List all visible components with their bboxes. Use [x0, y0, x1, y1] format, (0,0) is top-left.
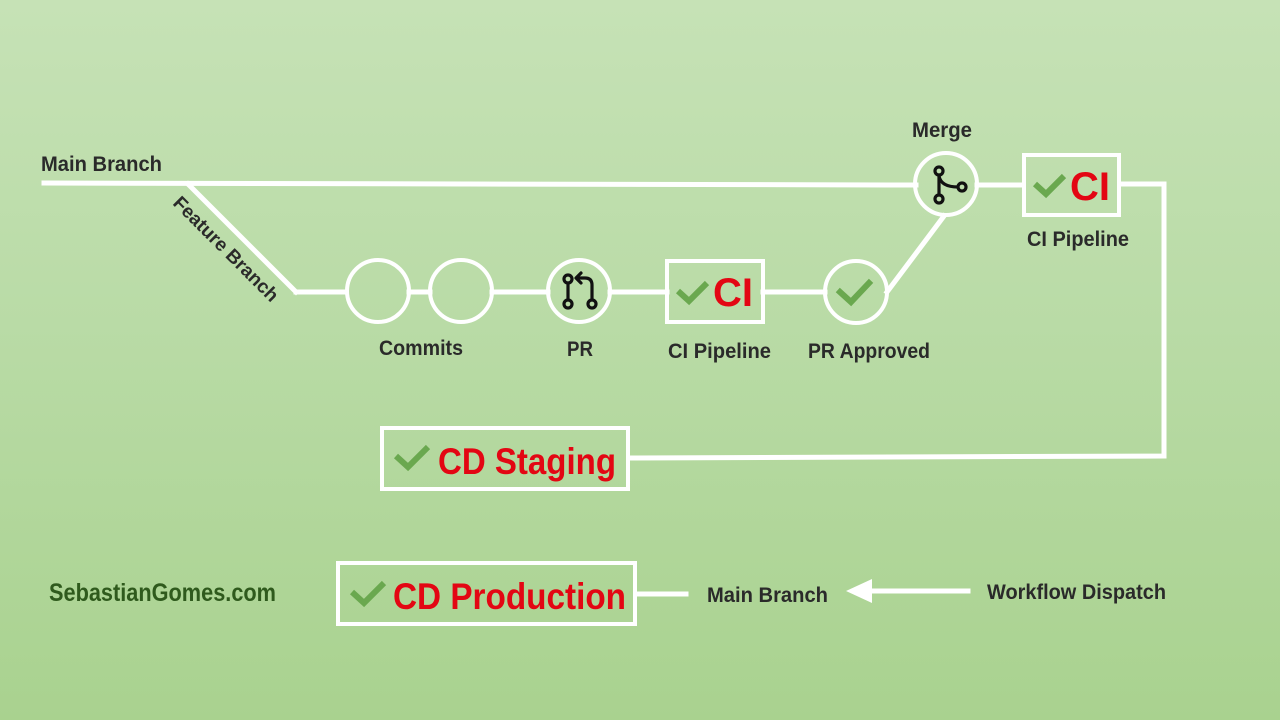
- pull-request-icon: [562, 271, 598, 310]
- check-icon: [675, 280, 710, 306]
- brand-label: SebastianGomes.com: [49, 579, 276, 607]
- ci-feature-box: CI: [665, 259, 765, 324]
- ci-main-label: CI: [1070, 165, 1110, 209]
- merge-icon: [933, 165, 968, 205]
- approved-to-merge-line: [883, 212, 948, 296]
- main-branch-bottom-label: Main Branch: [707, 584, 828, 607]
- check-icon: [349, 580, 387, 608]
- cd-production-box: CD Production: [336, 561, 637, 626]
- merge-node: [913, 151, 979, 217]
- ci-main-box: CI: [1022, 153, 1121, 217]
- main-branch-label: Main Branch: [41, 153, 162, 176]
- check-icon: [393, 444, 431, 472]
- ci-pipeline-main-label: CI Pipeline: [1027, 228, 1129, 251]
- check-icon: [1032, 173, 1067, 199]
- ci-pipeline-feature-label: CI Pipeline: [668, 340, 771, 363]
- feature-branch-diagonal: [184, 180, 300, 296]
- pr-approved-node: [823, 259, 889, 325]
- ci-to-staging-line: [627, 181, 1167, 461]
- cd-staging-label: CD Staging: [438, 441, 616, 482]
- pr-label: PR: [567, 338, 593, 361]
- workflow-dispatch-label: Workflow Dispatch: [987, 581, 1166, 604]
- pr-approved-label: PR Approved: [808, 340, 930, 363]
- cd-production-label: CD Production: [393, 576, 626, 617]
- commit-node: [345, 258, 411, 324]
- ci-feature-label: CI: [713, 271, 753, 315]
- arrow-left-icon: [846, 579, 872, 603]
- pr-node: [546, 258, 612, 324]
- check-icon: [835, 278, 874, 307]
- feature-branch-label: Feature Branch: [168, 193, 282, 307]
- cd-staging-box: CD Staging: [380, 426, 630, 491]
- connector-lines: [41, 180, 1167, 597]
- commit-node: [428, 258, 494, 324]
- merge-label: Merge: [912, 119, 972, 142]
- commits-label: Commits: [379, 337, 463, 360]
- main-branch-line: [41, 180, 919, 188]
